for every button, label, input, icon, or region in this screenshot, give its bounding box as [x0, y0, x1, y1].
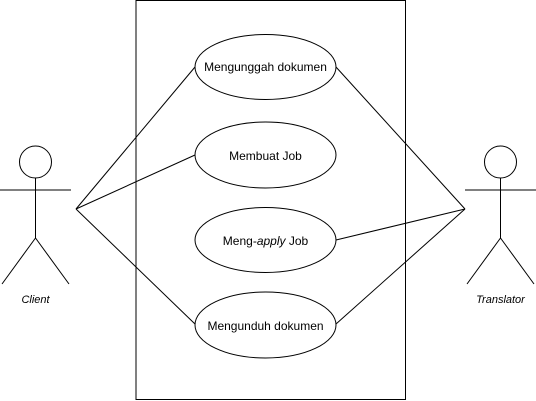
association-translator-upload — [335, 66, 466, 210]
actor-client-left-leg — [1, 237, 36, 285]
use-case-apply-job-label: Meng-apply Job — [223, 234, 309, 248]
use-case-create-job-shape — [194, 121, 337, 189]
actor-translator-left-leg — [466, 237, 501, 285]
actor-translator[interactable] — [465, 145, 536, 285]
use-case-apply-job-emphasis: apply — [257, 234, 287, 248]
use-case-create-job-label: Membuat Job — [229, 149, 302, 163]
actor-client-right-leg — [35, 237, 70, 285]
association-translator-apply-job — [335, 208, 466, 241]
use-case-apply-job[interactable]: Meng-apply Job — [194, 207, 337, 273]
actor-translator-label: Translator — [476, 294, 526, 306]
system-boundary — [135, 0, 406, 400]
actor-translator-head — [484, 145, 517, 179]
use-case-download-label: Mengunduh dokumen — [207, 319, 323, 333]
use-case-apply-job-suffix: Job — [286, 234, 309, 248]
use-case-download[interactable]: Mengunduh dokumen — [194, 291, 337, 359]
use-case-create-job[interactable]: Membuat Job — [194, 121, 337, 189]
actor-client-head — [19, 145, 52, 179]
actor-client[interactable] — [0, 145, 71, 285]
use-case-apply-job-shape — [194, 207, 337, 273]
association-translator-download — [335, 208, 466, 325]
association-client-download — [75, 208, 196, 325]
use-case-upload-label: Mengunggah dokumen — [204, 60, 327, 74]
association-client-create-job — [75, 154, 196, 210]
actor-translator-right-leg — [500, 237, 535, 285]
use-case-apply-job-prefix: Meng- — [223, 234, 257, 248]
use-case-upload-shape — [194, 34, 337, 100]
association-client-upload — [75, 66, 196, 210]
actor-client-label: Client — [21, 294, 50, 306]
use-case-download-shape — [194, 291, 337, 359]
use-case-upload[interactable]: Mengunggah dokumen — [194, 34, 337, 100]
associations — [75, 66, 466, 325]
